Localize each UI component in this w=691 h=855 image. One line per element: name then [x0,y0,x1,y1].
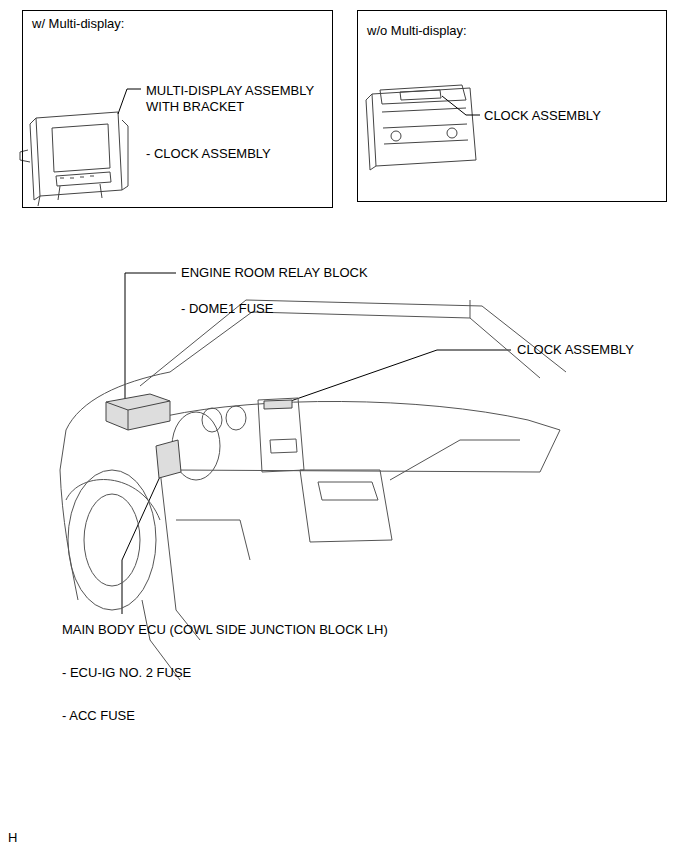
relay-block-part [106,394,170,430]
multi-display-drawing [30,118,40,200]
part-name: ENGINE ROOM RELAY BLOCK [181,265,368,281]
vehicle-body [202,408,222,432]
multi-display-drawing [122,120,128,190]
vehicle-body [318,482,378,500]
vehicle-body [300,470,392,542]
multi-display-drawing [52,124,110,172]
vehicle-body [60,300,566,680]
vehicle-body [66,372,170,430]
leader-line [125,273,176,400]
ecu-part [156,440,181,478]
multi-display-drawing [60,176,94,178]
leader-line [122,470,163,614]
audio-panel-drawing [391,131,401,141]
vehicle-body [166,401,528,420]
relay-block-part [106,401,170,430]
audio-panel-drawing [382,108,468,144]
part-name: MULTI-DISPLAY ASSEMBLY WITH BRACKET [146,83,328,115]
vehicle-body [160,470,200,640]
multi-display-drawing [20,112,128,206]
part-name: MAIN BODY ECU (COWL SIDE JUNCTION BLOCK … [62,622,388,638]
leader-line [118,89,511,614]
relay-block-part [106,394,170,430]
part-name: - CLOCK ASSEMBLY [146,146,271,162]
audio-panel-drawing [366,85,476,170]
audio-panel-drawing [366,94,376,170]
audio-panel-drawing [380,85,466,104]
leader-line [442,96,480,115]
vehicle-body [66,480,160,520]
leader-line [282,350,511,404]
clock-part [264,400,292,409]
vehicle-body [170,312,540,378]
clock-part [264,400,292,409]
audio-panel-drawing [400,90,441,100]
vehicle-body [176,520,250,560]
multi-display-drawing [38,184,102,206]
fuse-name: - ECU-IG NO. 2 FUSE [62,665,191,681]
multi-display-drawing [56,172,111,186]
ecu-part [156,440,181,478]
vehicle-body [140,300,566,386]
fuse-name: - ACC FUSE [62,708,135,724]
variant-frame: w/ Multi-display: MULTI-DISPLAY ASSEMBLY … [22,10,333,208]
vehicle-body [226,406,246,430]
figure-code: H [8,830,17,846]
vehicle-body [270,439,297,453]
part-name: CLOCK ASSEMBLY [517,342,634,358]
panel-heading: w/o Multi-display: [367,23,467,39]
vehicle-body [390,440,520,480]
vehicle-body [470,300,471,318]
audio-panel-drawing [447,128,457,138]
panel-heading: w/ Multi-display: [32,16,124,32]
part-name: CLOCK ASSEMBLY [484,108,601,124]
vehicle-body [84,494,140,586]
vehicle-body [258,398,304,472]
vehicle-body [60,430,78,600]
fuse-name: - DOME1 FUSE [181,301,273,317]
audio-panel-drawing [372,88,476,166]
multi-display-drawing [36,112,122,196]
leader-line [118,89,141,114]
vehicle-body [68,470,156,610]
variant-frame: w/o Multi-display: CLOCK ASSEMBLY [357,10,667,202]
